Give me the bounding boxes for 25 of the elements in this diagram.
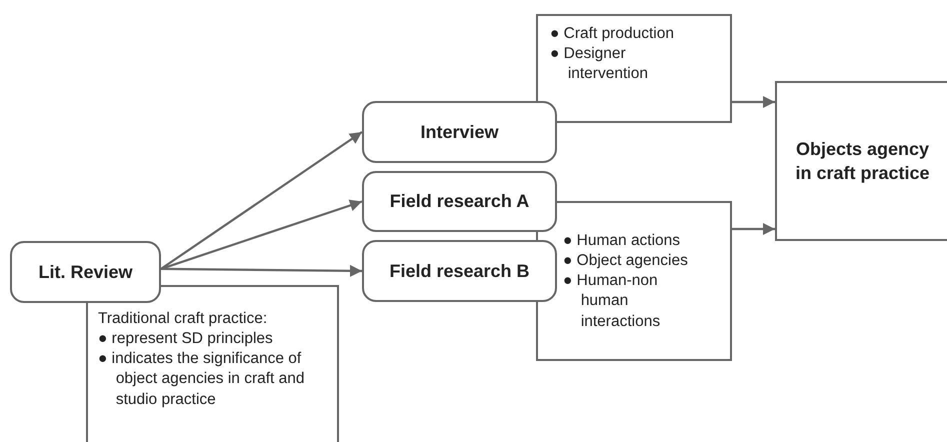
arrow [732, 222, 775, 236]
process-box [362, 101, 557, 163]
box-label: Objects agency in craft practice [794, 138, 931, 185]
note-box [536, 14, 732, 123]
arrow [732, 96, 775, 108]
result-box [775, 81, 947, 241]
note-text: ● Human actions [563, 231, 682, 251]
note-text: ● Human-non human interactions [563, 271, 662, 332]
process-box [362, 240, 557, 302]
note-text: ● Object agencies [563, 251, 689, 272]
box-label: Interview [420, 120, 499, 144]
box-label: Lit. Review [38, 260, 133, 284]
arrow [160, 131, 363, 270]
note-text: ● represent SD principles [98, 329, 274, 350]
process-box [362, 171, 557, 232]
note-box [86, 285, 339, 442]
note-text: ● indicates the significance of object agencies in craft and studio practice [98, 349, 306, 410]
note-text: Traditional craft practice: [98, 309, 268, 329]
box-label: Field research B [389, 260, 530, 283]
note-text: ● Designer intervention [550, 44, 649, 84]
arrow [160, 264, 362, 277]
note-text: ● Craft production [550, 24, 675, 44]
process-box [10, 241, 161, 303]
box-label: Field research A [390, 190, 530, 214]
note-box [536, 201, 732, 361]
